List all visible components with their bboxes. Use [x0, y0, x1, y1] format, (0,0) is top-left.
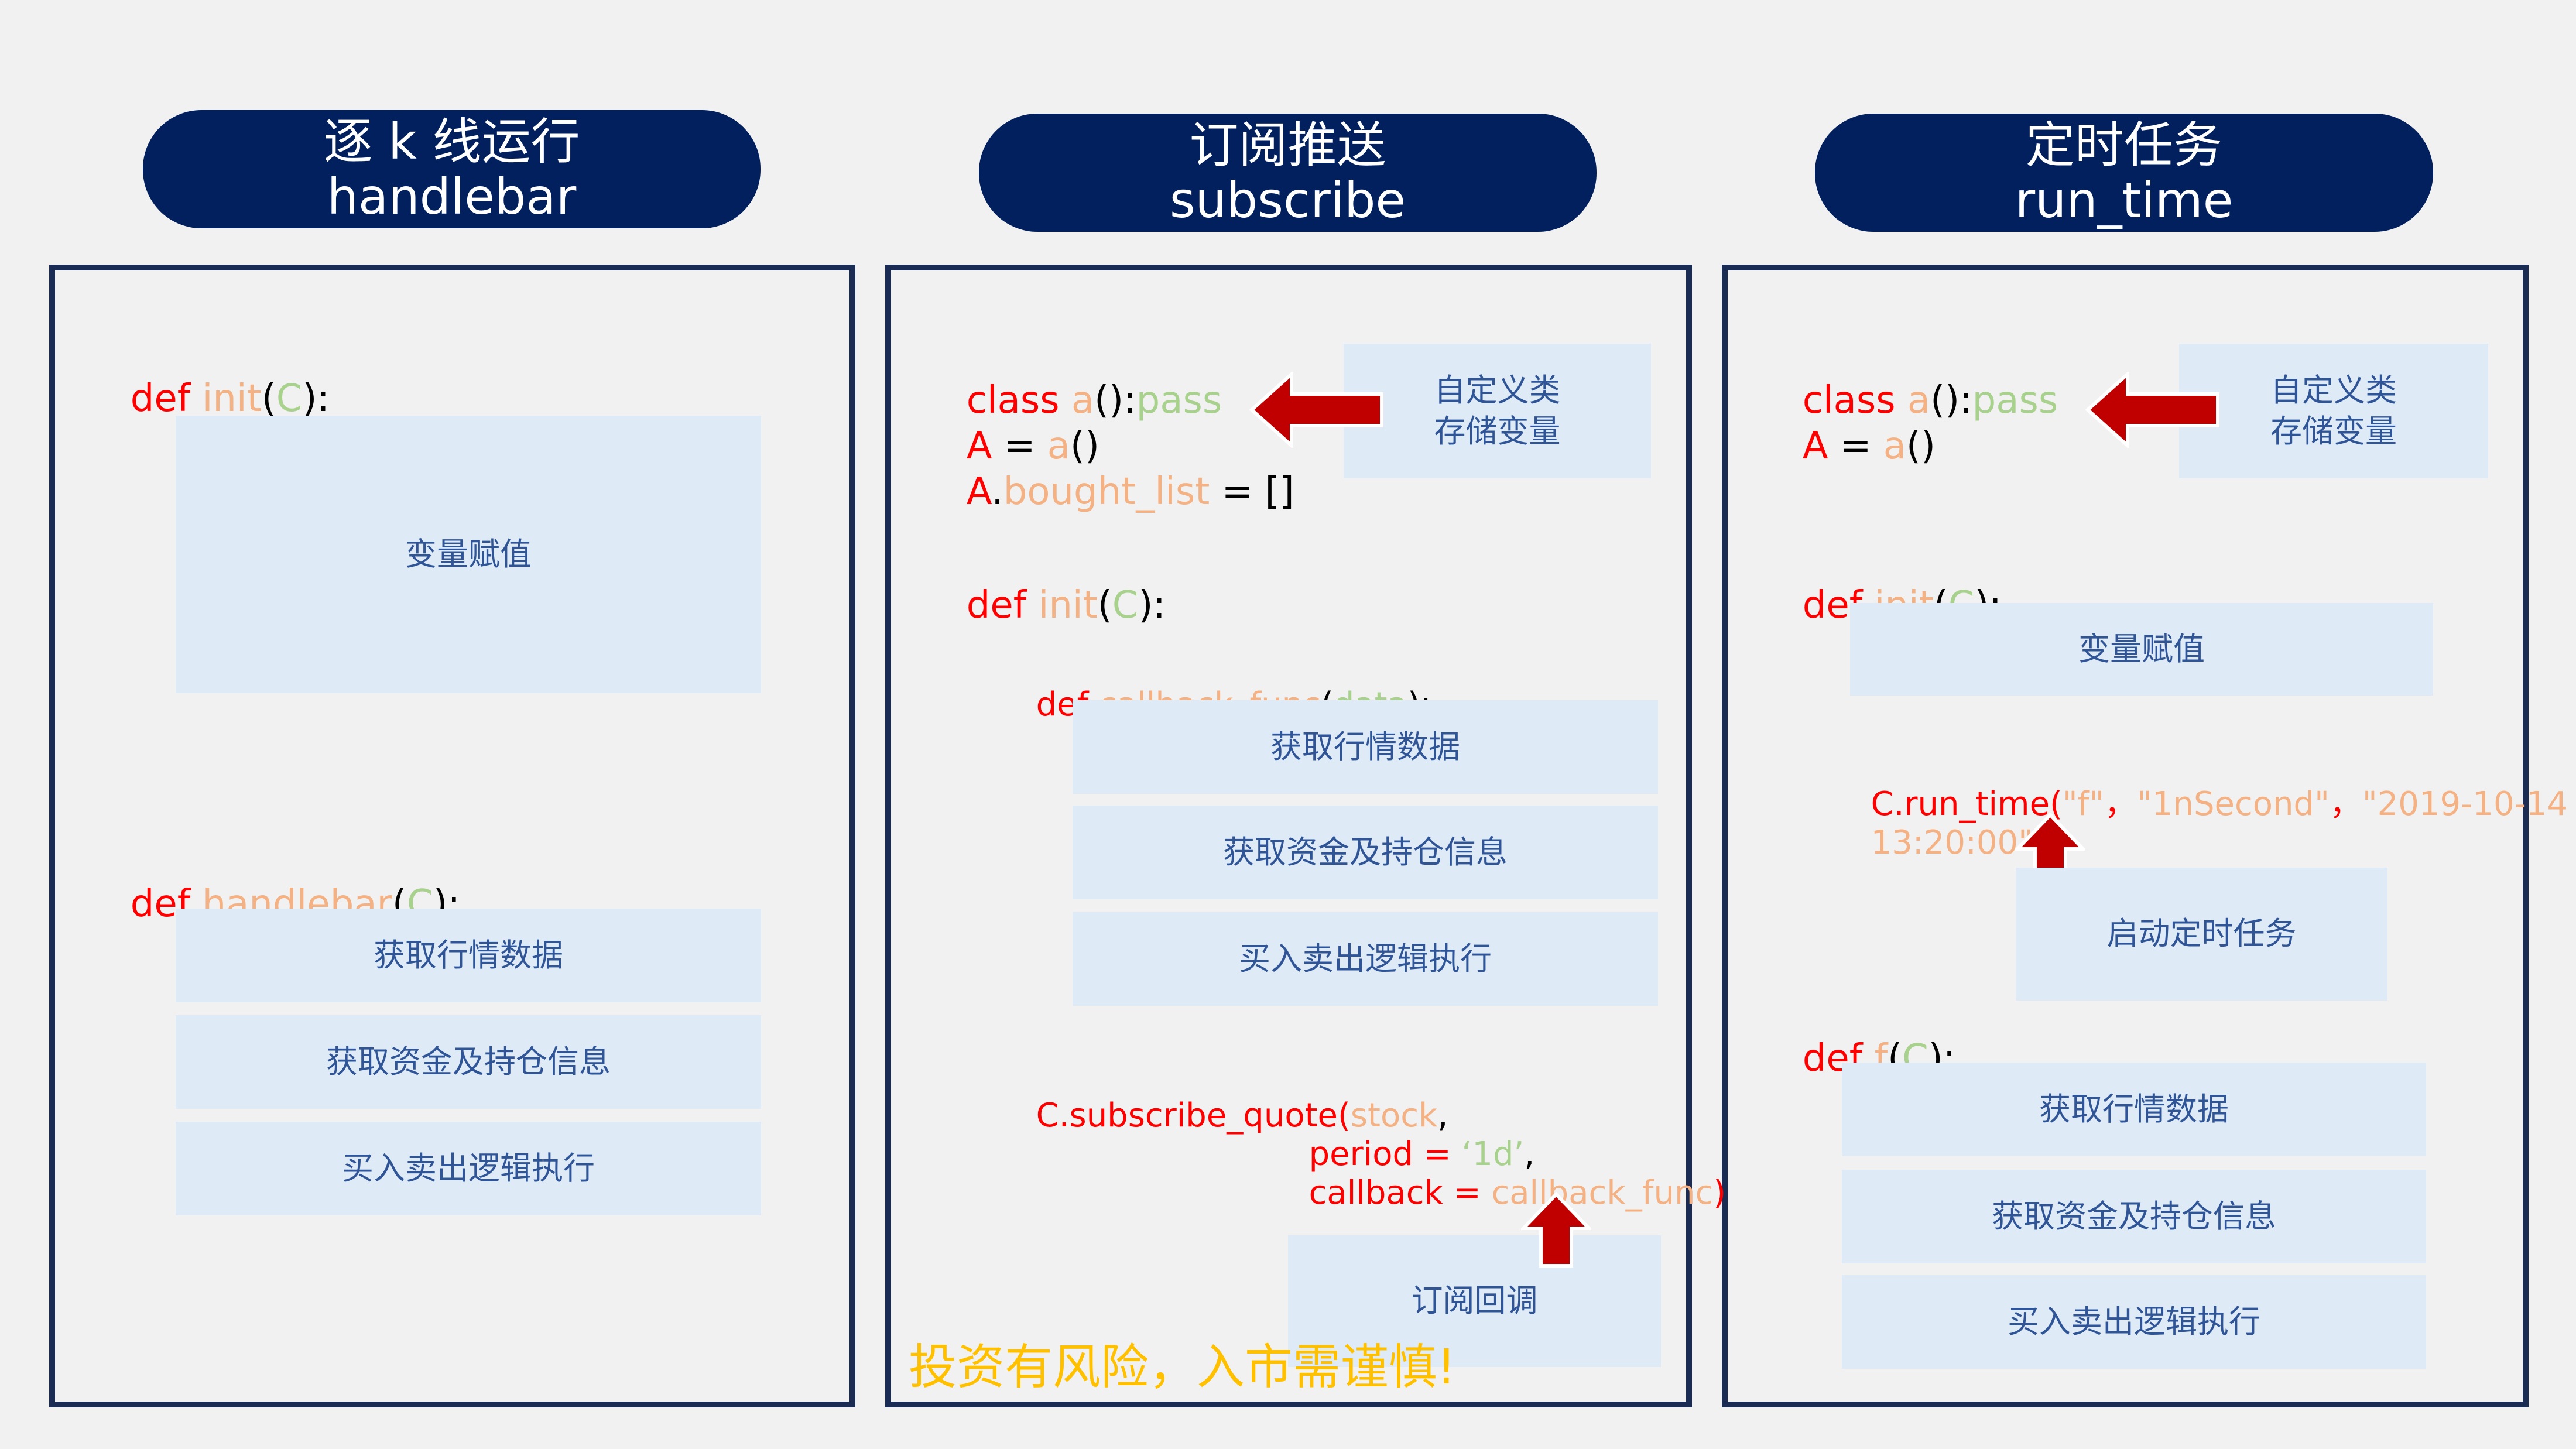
code-punct: ):	[302, 377, 330, 420]
note-box-custom-class: 自定义类 存储变量	[2179, 344, 2488, 478]
step-box-trade-logic: 买入卖出逻辑执行	[1073, 912, 1658, 1006]
code-function-name: init	[202, 377, 262, 420]
panel-subscribe	[885, 265, 1692, 1407]
code-argument: "f"	[2062, 785, 2105, 823]
code-function-name: a	[1047, 424, 1070, 468]
code-keyword: A	[966, 424, 992, 468]
code-punct: ):	[1138, 584, 1166, 627]
code-instance-line: A = a()	[1779, 390, 1936, 465]
code-argument: C	[1112, 584, 1139, 627]
header-title-en: run_time	[2015, 172, 2234, 229]
code-keyword: callback =	[1308, 1174, 1492, 1212]
code-argument: ‘1d’	[1461, 1135, 1525, 1173]
panel-handlebar	[49, 265, 855, 1407]
code-argument: pass	[1972, 379, 2058, 422]
step-box-get-positions: 获取资金及持仓信息	[176, 1015, 761, 1109]
code-subscribe-line-2: period = ‘1d’,	[1288, 1105, 1535, 1173]
code-keyword: class	[1802, 379, 1896, 422]
code-class-line: class a():pass	[943, 344, 1222, 419]
note-line: 存储变量	[1434, 413, 1561, 450]
arrow-left-icon	[2085, 372, 2219, 448]
code-keyword: A	[1802, 424, 1828, 468]
code-keyword: A	[966, 470, 992, 513]
step-box-variable-assign: 变量赋值	[176, 416, 761, 693]
code-argument: pass	[1136, 379, 1222, 422]
step-box-variable-assign: 变量赋值	[1850, 603, 2433, 696]
note-box-start-timer: 启动定时任务	[2016, 868, 2387, 1001]
code-punct: ()	[1070, 424, 1099, 468]
code-subscribe-line-1: C.subscribe_quote(stock,	[1015, 1067, 1448, 1132]
code-punct: ，	[2329, 785, 2362, 823]
code-punct: = []	[1210, 470, 1294, 513]
code-argument: "1nSecond"	[2137, 785, 2330, 823]
arrow-up-icon	[1521, 1192, 1591, 1268]
code-keyword: class	[966, 379, 1060, 422]
note-line: 自定义类	[2270, 371, 2397, 409]
code-punct: ，	[2104, 785, 2137, 823]
code-punct: ,	[1437, 1097, 1448, 1135]
code-punct: ()	[1906, 424, 1936, 468]
code-argument: 13:20:00"	[1871, 824, 2033, 862]
column-header-subscribe: 订阅推送 subscribe	[979, 114, 1597, 232]
header-title-en: handlebar	[327, 168, 577, 225]
note-box-custom-class: 自定义类 存储变量	[1344, 344, 1651, 478]
step-box-get-positions: 获取资金及持仓信息	[1842, 1170, 2426, 1263]
risk-disclaimer: 投资有风险，入市需谨慎!	[909, 1340, 1456, 1395]
code-punct: (	[1097, 584, 1112, 627]
code-def-init: def init(C):	[107, 342, 330, 417]
step-box-get-quotes: 获取行情数据	[176, 909, 761, 1002]
code-function-name: callback_func	[1491, 1174, 1714, 1212]
code-keyword: C.run_time(	[1871, 785, 2063, 823]
step-box-get-quotes: 获取行情数据	[1842, 1063, 2426, 1156]
column-header-run-time: 定时任务 run_time	[1815, 114, 2433, 232]
code-keyword: def	[130, 377, 191, 420]
note-box-subscribe-callback: 订阅回调	[1288, 1235, 1661, 1367]
step-box-trade-logic: 买入卖出逻辑执行	[176, 1122, 761, 1215]
code-keyword: def	[966, 584, 1027, 627]
code-punct: ():	[1930, 379, 1972, 422]
step-box-trade-logic: 买入卖出逻辑执行	[1842, 1275, 2426, 1369]
code-class-line: class a():pass	[1779, 344, 2058, 419]
code-keyword: period =	[1308, 1135, 1462, 1173]
note-line: 存储变量	[2270, 413, 2397, 450]
code-function-name: bought_list	[1003, 470, 1210, 513]
arrow-left-icon	[1249, 372, 1383, 448]
code-punct: .	[991, 470, 1003, 513]
header-title-cn: 定时任务	[2025, 116, 2222, 174]
code-function-name: a	[1071, 379, 1095, 422]
code-function-name: a	[1907, 379, 1931, 422]
code-argument: C	[276, 377, 303, 420]
step-box-get-positions: 获取资金及持仓信息	[1073, 806, 1658, 899]
step-box-get-quotes: 获取行情数据	[1073, 700, 1658, 794]
code-def-init: def init(C):	[943, 549, 1166, 624]
code-instance-line: A = a()	[943, 390, 1099, 465]
code-argument: "2019-10-14	[2362, 785, 2568, 823]
header-title-en: subscribe	[1169, 172, 1406, 229]
code-function-name: init	[1038, 584, 1098, 627]
code-punct: )	[1713, 1174, 1727, 1212]
header-title-cn: 订阅推送	[1189, 116, 1386, 174]
panel-run-time	[1722, 265, 2529, 1407]
column-header-handlebar: 逐 k 线运行 handlebar	[143, 110, 761, 228]
header-title-cn: 逐 k 线运行	[323, 112, 580, 170]
code-punct: =	[1828, 424, 1883, 468]
note-line: 自定义类	[1434, 371, 1561, 409]
code-punct: =	[992, 424, 1047, 468]
code-keyword: C.subscribe_quote(	[1036, 1097, 1351, 1135]
code-argument: stock	[1350, 1097, 1438, 1135]
code-run-time-line-1: C.run_time("f"，"1nSecond"，"2019-10-14	[1850, 755, 2568, 821]
code-punct: (	[261, 377, 276, 420]
code-function-name: a	[1883, 424, 1906, 468]
code-subscribe-line-3: callback = callback_func)	[1288, 1144, 1726, 1210]
code-punct: ,	[1524, 1135, 1535, 1173]
code-punct: ():	[1094, 379, 1136, 422]
code-attr-line: A.bought_list = []	[943, 436, 1294, 511]
